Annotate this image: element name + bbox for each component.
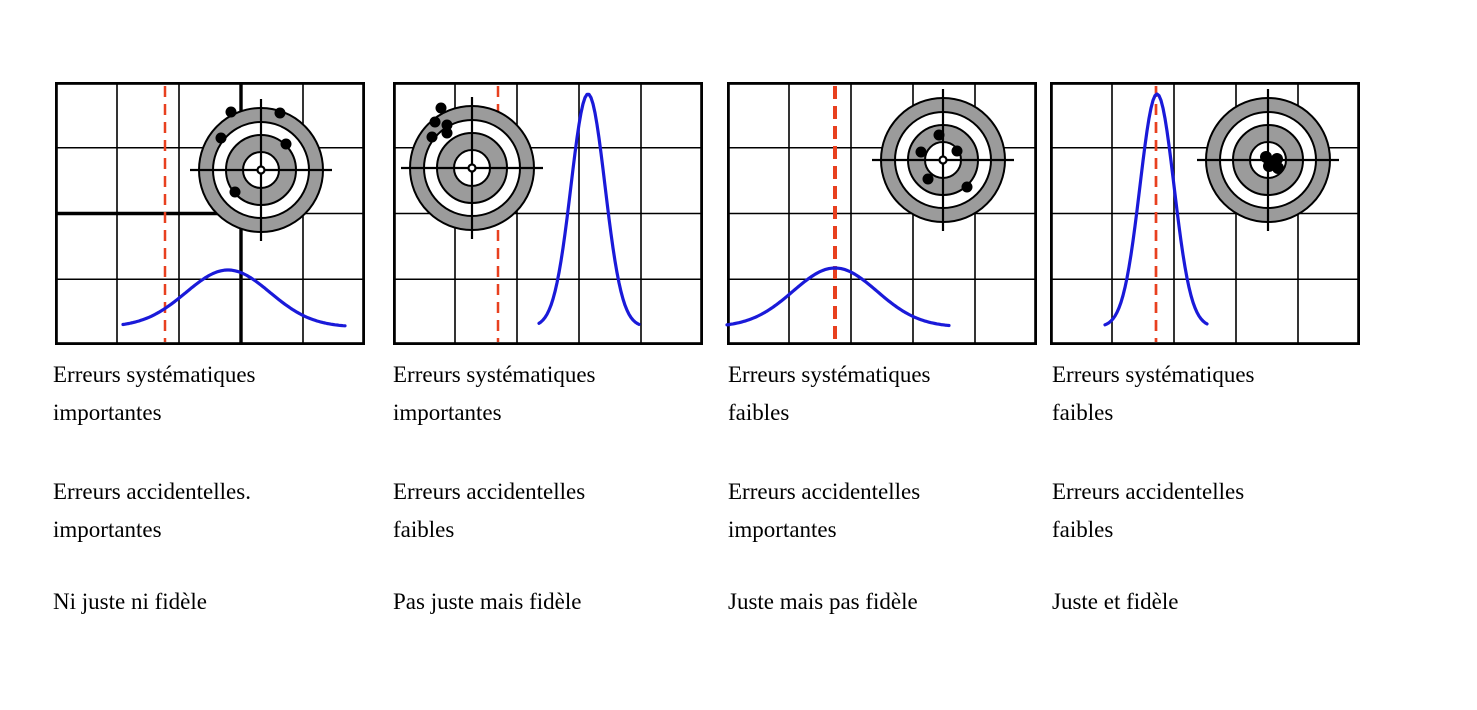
accidental-error-line-1: Erreurs accidentelles [393,479,586,504]
verdict-label: Ni juste ni fidèle [53,589,207,614]
distribution-curve [537,92,641,326]
shot-dot [951,145,963,157]
target [190,99,332,241]
grid-lines [1050,82,1360,345]
shot-dot [441,119,453,131]
systematic-error-line-1: Erreurs systématiques [393,362,596,387]
systematic-error-label: Erreurs systématiques importantes [393,356,723,432]
verdict-label: Juste et fidèle [1052,589,1179,614]
panel-border [726,81,1038,346]
shot-dot [435,102,447,114]
systematic-error-line-1: Erreurs systématiques [53,362,256,387]
distribution-curve [725,266,951,328]
shot-dot [441,127,453,139]
shot-dot [961,181,973,193]
shot-dot [933,129,945,141]
shot-dot [229,186,241,198]
panel-border [54,81,366,346]
accidental-error-label: Erreurs accidentelles. importantes [53,473,383,549]
shot-dot [922,173,934,185]
shot-dot [426,131,438,143]
panel-1-captions: Erreurs systématiques importantes Erreur… [53,356,383,662]
panel-4-captions: Erreurs systématiques faibles Erreurs ac… [1052,356,1382,662]
shot-dot [225,106,237,118]
systematic-error-line-2: importantes [393,400,502,425]
target-center-mark [256,165,266,175]
accidental-error-line-2: importantes [53,517,162,542]
shot-dot [215,132,227,144]
panel-1-plot [54,81,366,346]
systematic-error-line-2: importantes [53,400,162,425]
target-center-mark [467,163,477,173]
accidental-error-line-1: Erreurs accidentelles [728,479,921,504]
panel-border [1049,81,1361,346]
target [872,89,1014,231]
systematic-error-line-1: Erreurs systématiques [728,362,931,387]
target-center-mark [938,155,948,165]
accidental-error-line-1: Erreurs accidentelles. [53,479,251,504]
panel-3-captions: Erreurs systématiques faibles Erreurs ac… [728,356,1058,662]
verdict-label: Juste mais pas fidèle [728,589,918,614]
accidental-error-label: Erreurs accidentelles faibles [1052,473,1382,549]
accidental-error-label: Erreurs accidentelles faibles [393,473,723,549]
distribution-curve [121,268,347,328]
shot-dot [915,146,927,158]
panel-2-plot [392,81,704,346]
distribution-curve [1103,92,1209,327]
accidental-error-line-2: faibles [393,517,455,542]
grid-lines [55,82,365,345]
systematic-error-label: Erreurs systématiques faibles [1052,356,1382,432]
shot-dot [274,107,286,119]
panel-2-captions: Erreurs systématiques importantes Erreur… [393,356,723,662]
shot-dot [429,116,441,128]
systematic-error-line-2: faibles [1052,400,1114,425]
accidental-error-label: Erreurs accidentelles importantes [728,473,1058,549]
systematic-error-label: Erreurs systématiques faibles [728,356,1058,432]
systematic-error-label: Erreurs systématiques importantes [53,356,383,432]
systematic-error-line-2: faibles [728,400,790,425]
panel-4-plot [1049,81,1361,346]
shot-dot [1271,153,1283,165]
verdict-label: Pas juste mais fidèle [393,589,582,614]
panel-border [392,81,704,346]
shot-dot [1272,162,1284,174]
target [1197,89,1339,231]
accidental-error-line-1: Erreurs accidentelles [1052,479,1245,504]
systematic-error-line-1: Erreurs systématiques [1052,362,1255,387]
shot-dot [1263,160,1275,172]
panel-3-plot [725,81,1038,346]
accidental-error-line-2: faibles [1052,517,1114,542]
target [401,97,543,239]
accidental-error-line-2: importantes [728,517,837,542]
shot-dot [280,138,292,150]
